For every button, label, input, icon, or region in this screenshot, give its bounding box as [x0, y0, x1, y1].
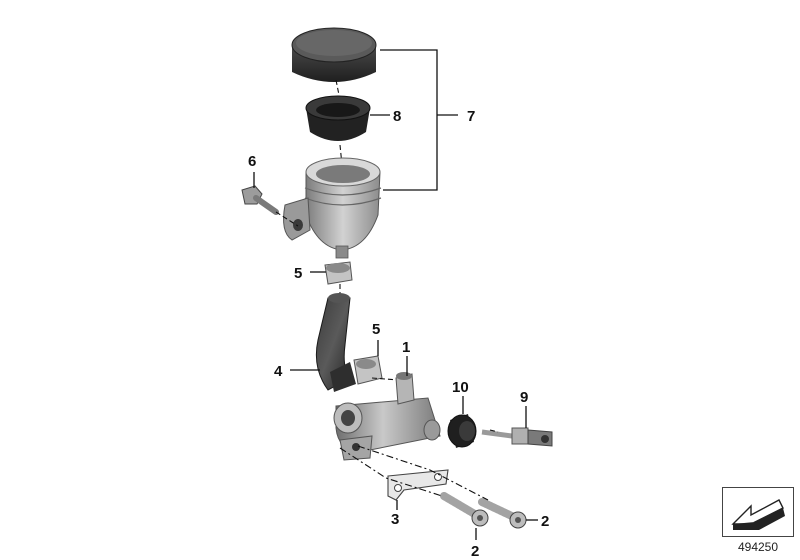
- guide-line-clamp: [371, 377, 399, 381]
- arrow-navigation-icon: [731, 499, 785, 530]
- hose-clamp-upper: [324, 261, 353, 285]
- dust-boot: [447, 414, 477, 448]
- callout-3: 3: [391, 511, 399, 528]
- bolt-left: [440, 492, 489, 527]
- reservoir-cap: [291, 27, 377, 82]
- callout-8: 8: [393, 108, 401, 125]
- reservoir-screw: [241, 185, 299, 227]
- master-cylinder: [333, 372, 441, 461]
- hose-clamp-lower: [353, 355, 383, 385]
- axis-line-right: [357, 445, 489, 501]
- callout-2-right: 2: [541, 513, 549, 530]
- leader-lines: [253, 49, 538, 540]
- mounting-bracket: [387, 469, 449, 501]
- callout-5-upper: 5: [294, 265, 302, 282]
- callout-10: 10: [452, 379, 469, 396]
- callout-2-lower: 2: [471, 543, 479, 560]
- callout-7: 7: [467, 108, 475, 125]
- reservoir-body: [283, 157, 382, 259]
- callout-6: 6: [248, 153, 256, 170]
- callout-9: 9: [520, 389, 528, 406]
- bolt-right: [478, 498, 527, 529]
- axis-line-left: [339, 447, 443, 497]
- navigation-reference-box: [722, 487, 794, 537]
- push-rod: [481, 427, 553, 447]
- callout-5-lower: 5: [372, 321, 380, 338]
- fluid-hose: [315, 293, 356, 392]
- callout-4: 4: [274, 363, 283, 380]
- diagram-reference-number: 494250: [737, 540, 779, 554]
- diaphragm-seal: [305, 95, 371, 141]
- callout-1: 1: [402, 339, 410, 356]
